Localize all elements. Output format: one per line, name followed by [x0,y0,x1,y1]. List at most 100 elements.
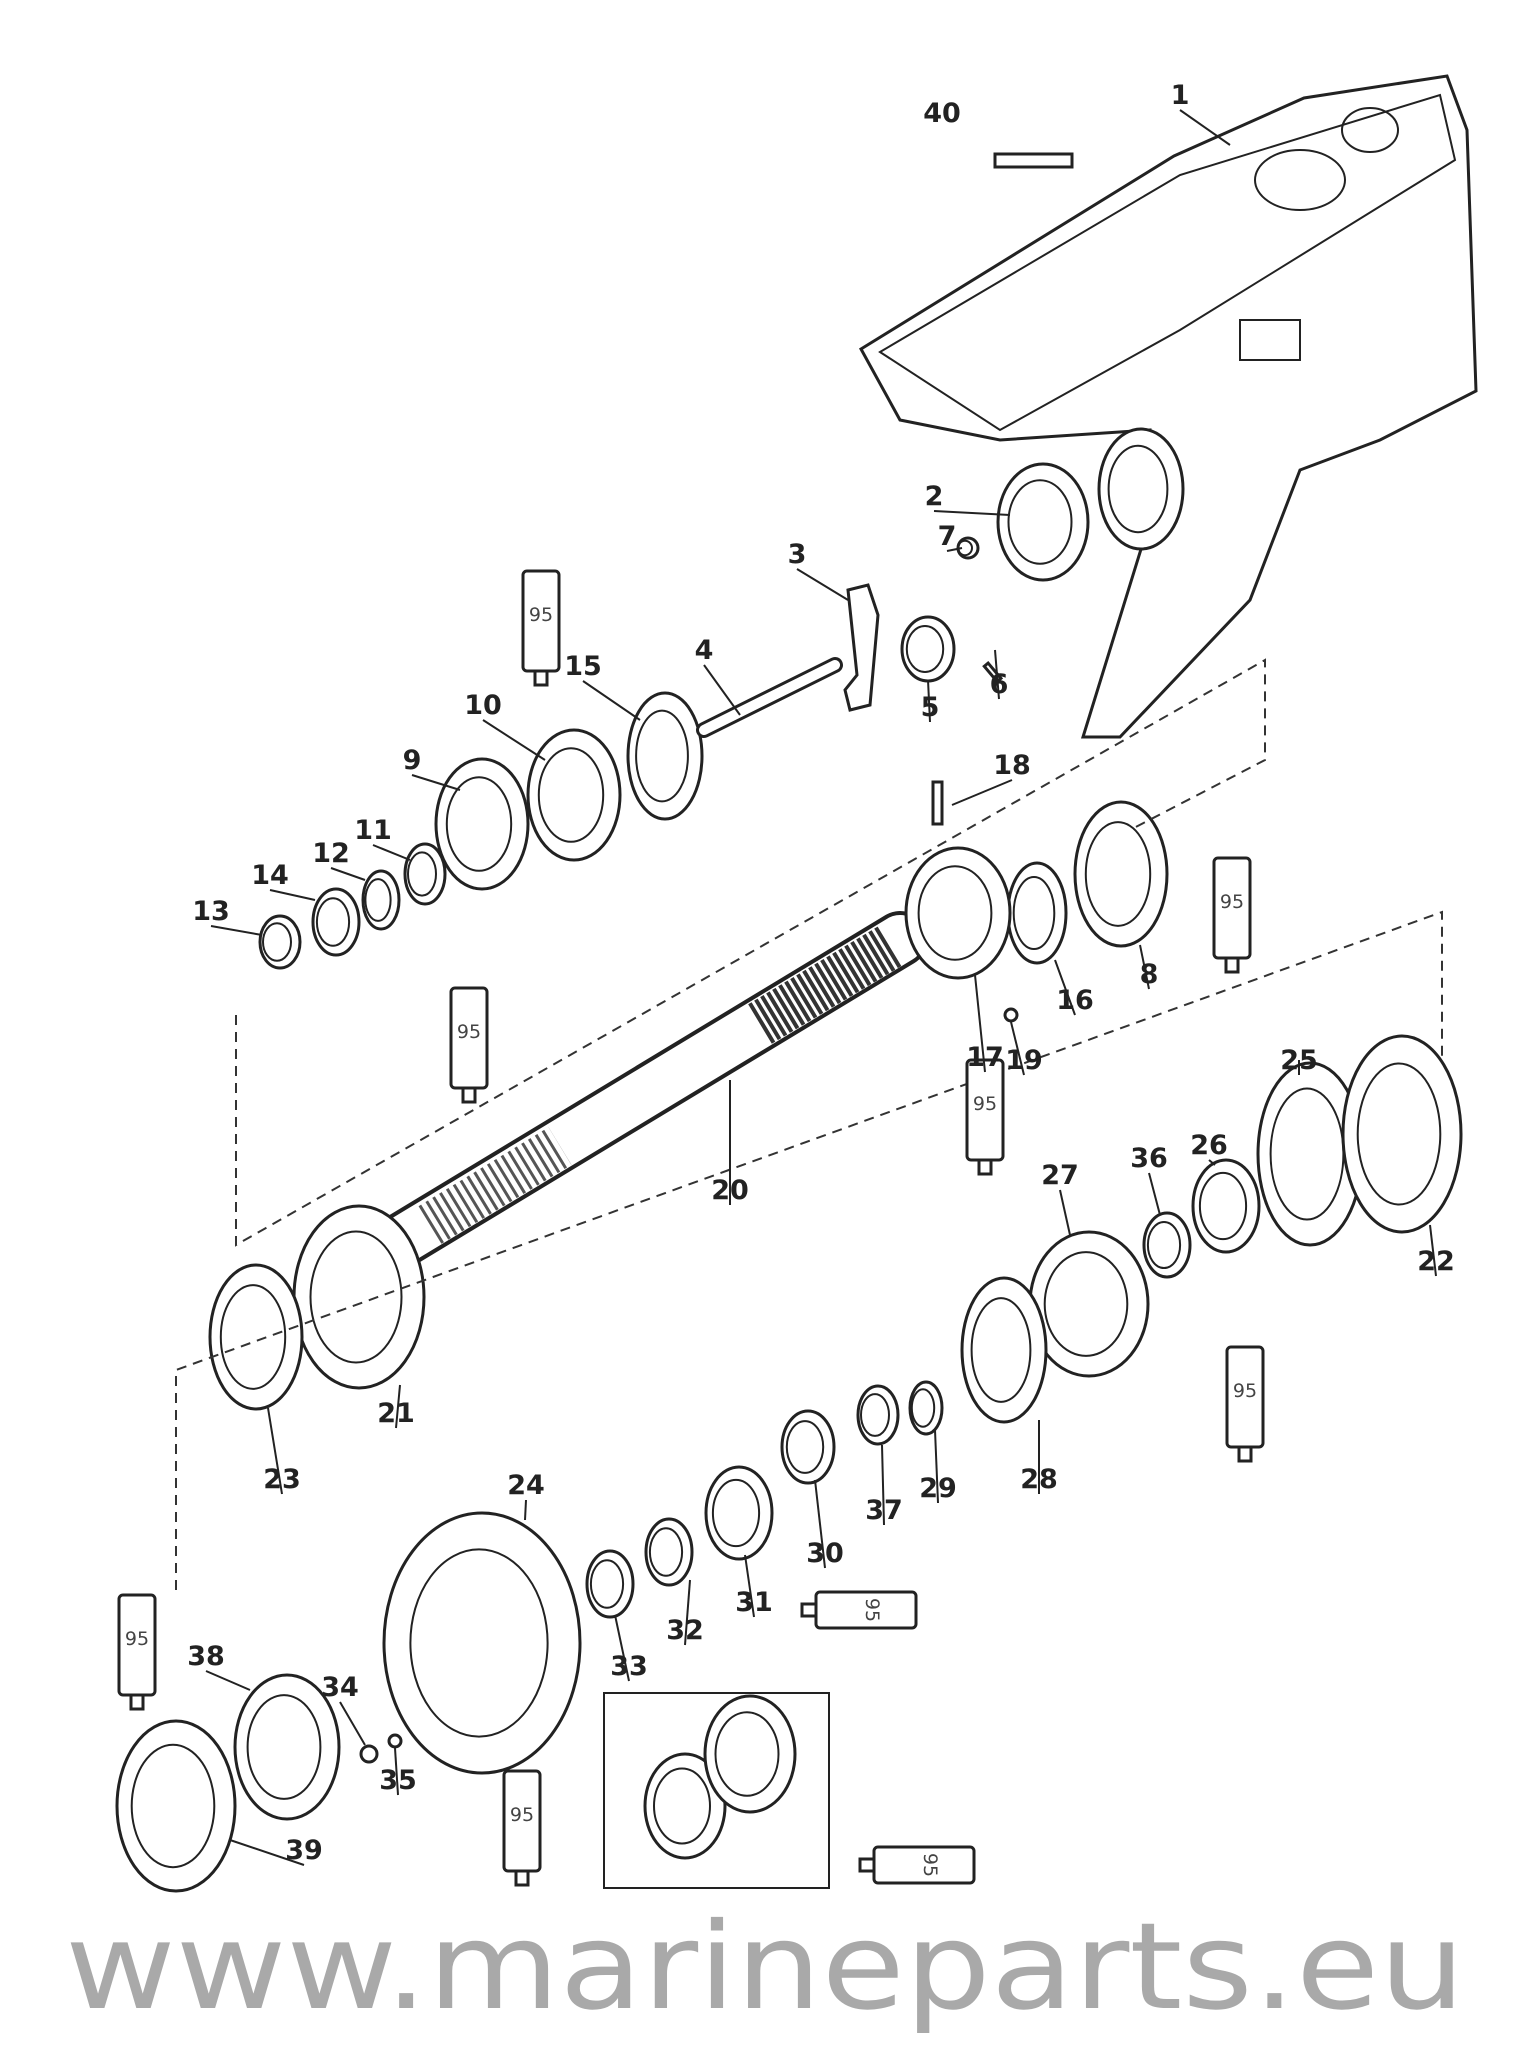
part-33-shape [585,1549,635,1619]
part-number-36[interactable]: 36 [1130,1143,1168,1174]
part-2-shape [996,462,1090,582]
part-number-11[interactable]: 11 [354,815,392,846]
part-number-39[interactable]: 39 [285,1835,323,1866]
leader-line [994,649,1000,700]
tube-label: 95 [861,1598,883,1622]
propeller-shaft [376,911,928,1267]
part-number-19[interactable]: 19 [1005,1045,1043,1076]
part-number-5[interactable]: 5 [921,692,940,723]
leader-line [210,925,263,936]
part-number-30[interactable]: 30 [806,1538,844,1569]
part-21-shape [292,1204,426,1390]
leader-line [1139,944,1150,990]
assembly-guide-lines [175,658,1443,1590]
sealant-tube-icon: 95 [965,1058,1005,1176]
tube-label: 95 [529,604,553,626]
part-30-shape [780,1409,836,1485]
part-10-shape [526,728,622,862]
leader-line [1208,1159,1216,1166]
part-27-shape [1028,1230,1150,1378]
part-number-13[interactable]: 13 [192,896,230,927]
leader-line [1010,1021,1025,1076]
seal-kit-box [603,1692,830,1889]
part-number-40[interactable]: 40 [923,98,961,129]
part-number-16[interactable]: 16 [1056,985,1094,1016]
part-14-shape [311,887,361,957]
part-number-27[interactable]: 27 [1041,1160,1079,1191]
part-number-38[interactable]: 38 [187,1641,225,1672]
part-40-shape [993,152,1074,169]
part-number-37[interactable]: 37 [865,1495,903,1526]
part-number-25[interactable]: 25 [1280,1045,1318,1076]
part-number-3[interactable]: 3 [788,539,807,570]
leader-line [933,510,1011,516]
part-9-shape [434,757,530,891]
part-number-7[interactable]: 7 [938,521,957,552]
leader-line [582,680,641,721]
sealant-tube-icon: 95 [502,1769,542,1887]
part-number-15[interactable]: 15 [564,651,602,682]
leader-line [372,844,411,861]
leader-line [684,1579,691,1646]
leader-line [927,679,931,723]
part-31-shape [704,1465,774,1561]
part-number-34[interactable]: 34 [321,1672,359,1703]
part-15-shape [626,691,704,821]
leader-line [269,889,316,901]
leader-line [229,1839,305,1866]
part-number-32[interactable]: 32 [666,1615,704,1646]
leader-line [814,1479,826,1569]
part-number-12[interactable]: 12 [312,838,350,869]
part-number-22[interactable]: 22 [1417,1246,1455,1277]
leader-line [395,1384,401,1429]
part-26-shape [1191,1158,1261,1254]
part-number-10[interactable]: 10 [464,690,502,721]
leader-line [934,1429,939,1504]
tube-label: 95 [457,1021,481,1043]
part-number-2[interactable]: 2 [925,481,944,512]
part-number-6[interactable]: 6 [990,669,1009,700]
part-number-24[interactable]: 24 [507,1470,545,1501]
part-28-shape [960,1276,1048,1424]
part-24-shape [382,1511,582,1775]
part-number-8[interactable]: 8 [1140,959,1159,990]
part-number-29[interactable]: 29 [919,1473,957,1504]
leader-line [524,1499,527,1521]
leader-line [1054,959,1076,1016]
part-36-shape [1142,1211,1192,1279]
part-16-shape [1006,861,1068,965]
sealant-tube-icon: 95 [1212,856,1252,974]
part-13-shape [258,914,302,970]
leader-line [1429,1224,1437,1277]
part-number-14[interactable]: 14 [251,860,289,891]
part-number-31[interactable]: 31 [735,1587,773,1618]
watermark: www.marineparts.eu [65,1898,1465,2037]
part-number-33[interactable]: 33 [610,1651,648,1682]
part-17-shape [904,846,1012,980]
sealant-tube-icon: 95 [800,1590,918,1630]
leader-line [946,547,963,552]
leader-line [614,1614,630,1682]
part-number-20[interactable]: 20 [711,1175,749,1206]
part-12-shape [361,869,401,931]
part-number-23[interactable]: 23 [263,1464,301,1495]
part-32b-shape [703,1694,797,1814]
leader-line [703,664,741,716]
part-number-35[interactable]: 35 [379,1765,417,1796]
part-number-28[interactable]: 28 [1020,1464,1058,1495]
part-8-shape [1073,800,1169,948]
part-33b-shape [643,1752,727,1860]
part-number-21[interactable]: 21 [377,1398,415,1429]
sealant-tube-icon: 95 [858,1845,976,1885]
part-number-18[interactable]: 18 [993,750,1031,781]
part-number-9[interactable]: 9 [403,745,422,776]
part-number-17[interactable]: 17 [966,1042,1004,1073]
part-number-26[interactable]: 26 [1190,1130,1228,1161]
part-number-4[interactable]: 4 [695,635,714,666]
gearcase-housing [858,74,1478,739]
leader-line [411,774,461,791]
sealant-tube-icon: 95 [449,986,489,1104]
part-number-1[interactable]: 1 [1171,80,1190,111]
